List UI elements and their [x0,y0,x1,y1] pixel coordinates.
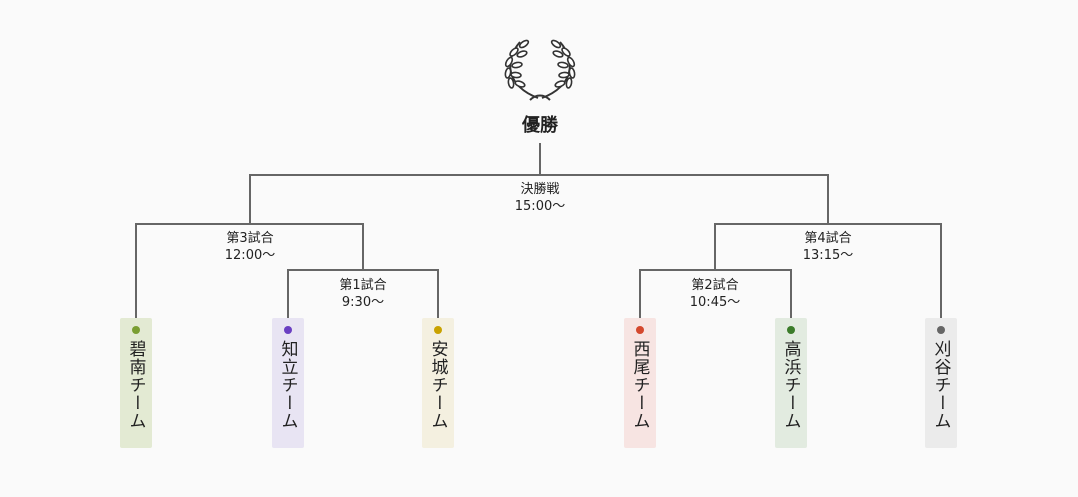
bracket-line [790,269,792,318]
match-1-label: 第1試合 9:30〜 [303,277,423,311]
bracket-line [827,174,829,225]
bracket-line [362,223,364,271]
match-3-label: 第3試合 12:00〜 [190,230,310,264]
team-color-dot [284,326,292,334]
champion-label: 優勝 [522,115,558,136]
bracket-line [639,269,792,271]
match-name: 決勝戦 [520,182,560,197]
team-hekinan: 碧南チーム [120,318,152,448]
bracket-line [940,223,942,318]
match-name: 第4試合 [804,231,852,246]
team-color-dot [937,326,945,334]
bracket-line [714,223,942,225]
team-name: 安城チーム [427,340,448,430]
team-takahama: 高浜チーム [775,318,807,448]
bracket-line [135,223,137,318]
match-time: 10:45〜 [689,295,741,310]
team-anjo: 安城チーム [422,318,454,448]
team-color-dot [636,326,644,334]
team-kariya: 刈谷チーム [925,318,957,448]
bracket-line [639,269,641,318]
match-time: 9:30〜 [341,295,385,310]
match-name: 第3試合 [226,231,274,246]
bracket-line [287,269,289,318]
team-name: 碧南チーム [125,340,146,430]
team-name: 刈谷チーム [930,340,951,430]
bracket-line [714,223,716,271]
team-color-dot [434,326,442,334]
bracket-line [437,269,439,318]
final-label: 決勝戦 15:00〜 [480,181,600,215]
bracket-line [135,223,364,225]
laurel-wreath-icon [504,39,576,101]
match-name: 第2試合 [691,278,739,293]
team-color-dot [132,326,140,334]
match-name: 第1試合 [339,278,387,293]
match-time: 13:15〜 [802,248,854,263]
team-name: 西尾チーム [629,340,650,430]
team-name: 知立チーム [277,340,298,430]
bracket-line [539,143,541,176]
match-2-label: 第2試合 10:45〜 [655,277,775,311]
match-time: 12:00〜 [224,248,276,263]
bracket-line [287,269,439,271]
team-name: 高浜チーム [780,340,801,430]
team-nishio: 西尾チーム [624,318,656,448]
match-time: 15:00〜 [514,199,566,214]
team-color-dot [787,326,795,334]
match-4-label: 第4試合 13:15〜 [768,230,888,264]
bracket-line [249,174,251,225]
bracket-line [249,174,829,176]
team-chiryu: 知立チーム [272,318,304,448]
